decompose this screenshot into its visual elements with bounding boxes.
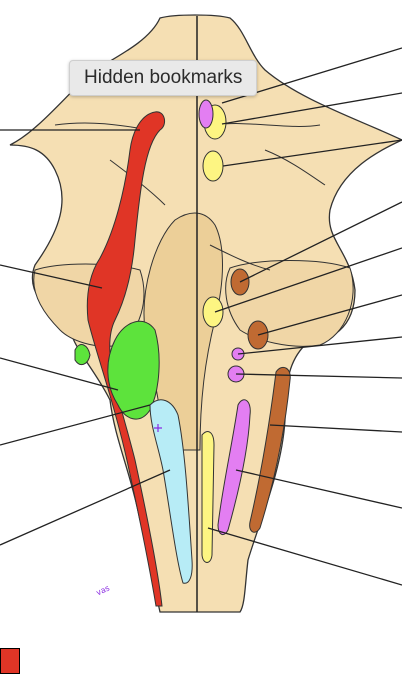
yellow-column — [201, 431, 215, 563]
pons-inner — [143, 212, 223, 451]
hidden-bookmarks-tooltip: Hidden bookmarks — [69, 60, 258, 96]
yellow-nucleus-2 — [202, 150, 224, 182]
leader-lines — [0, 47, 402, 586]
magenta-nucleus-1 — [198, 99, 214, 129]
magenta-column — [217, 399, 251, 536]
red-tract — [86, 111, 166, 607]
cross-mark — [154, 424, 162, 432]
red-color-swatch[interactable] — [0, 648, 20, 674]
cyan-region — [149, 399, 193, 584]
brown-column — [249, 366, 291, 533]
yellow-nucleus-3 — [202, 296, 224, 328]
green-sliver — [74, 344, 91, 366]
